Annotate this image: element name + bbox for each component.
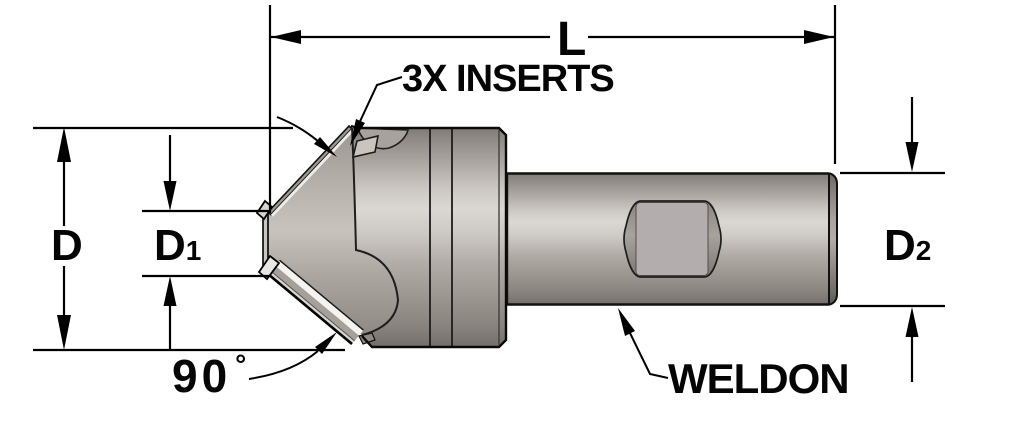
arrow-D1-lower [163,276,177,306]
arrow-D2-lower [905,307,919,337]
dimension-D [33,126,345,352]
label-diameter-2-base: D [884,221,916,270]
bottom-insert-band-mid [270,265,359,341]
dimension-D2 [840,97,945,382]
arrow-D-up [57,127,71,162]
leader-line-weldon [628,330,669,379]
label-point-angle: 90° [172,350,246,402]
arrow-D-down [57,315,71,350]
leader-line-inserts-main [355,76,403,131]
head-body [352,128,506,347]
leader-line-angle [248,350,319,380]
label-diameter: D [51,221,83,270]
dimension-D1 [142,135,270,350]
bottom-insert-face [275,260,364,336]
leader-line-inserts-second [276,116,320,143]
arrow-angle [315,332,337,354]
arrow-inserts-second [314,137,337,157]
top-insert [351,134,380,159]
degree-symbol: ° [235,349,247,380]
shank-end-cap [828,172,838,306]
label-length: L [557,13,587,66]
label-diameter-2: D2 [884,224,931,268]
arrow-D1-upper [163,181,177,211]
label-diameter-1-sub: 1 [185,235,202,266]
bottom-insert-edge-line [279,259,364,331]
bottom-insert-groove-line [270,270,355,342]
bottom-pocket-scallop [351,127,400,336]
top-insert-highlight [270,128,354,217]
bottom-insert-band-outer [268,270,355,344]
label-diameter-2-sub: 2 [915,235,932,266]
arrow-inserts-main [350,119,365,146]
tool-head [255,124,508,349]
leader-weldon [618,308,669,379]
label-weldon: WELDON [668,355,850,402]
dimension-L [268,5,837,213]
arrow-L-left [271,30,301,44]
leader-90-angle [248,332,337,380]
label-inserts-callout: 3X INSERTS [402,58,615,100]
weldon-flat-face [635,202,709,276]
bottom-insert-silhouette [267,273,353,345]
arrow-weldon [618,308,635,336]
arrow-L-right [804,30,834,44]
head-outline [350,124,508,349]
label-angle-value: 90 [172,350,232,402]
label-diameter-1-base: D [154,221,186,270]
label-diameter-1: D1 [154,224,201,268]
arrow-D2-upper [905,142,919,172]
tool-shank [505,172,838,306]
leader-3x-inserts [276,76,403,157]
